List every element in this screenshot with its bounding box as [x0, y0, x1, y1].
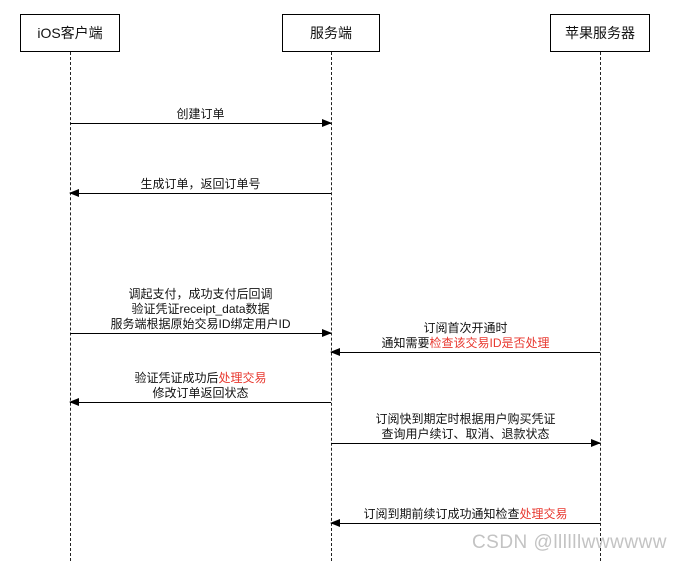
message-arrow: [69, 189, 331, 197]
message-label: 调起支付，成功支付后回调 验证凭证receipt_data数据 服务端根据原始交…: [110, 287, 291, 331]
message-arrow: [70, 119, 332, 127]
message-label: 验证凭证成功后处理交易 修改订单返回状态: [134, 371, 267, 400]
arrowhead-left-icon: [69, 189, 79, 197]
arrowhead-left-icon: [69, 398, 79, 406]
message-arrow: [69, 398, 331, 406]
actor-apple-server: 苹果服务器: [550, 14, 650, 52]
lifeline-apple-server: [600, 52, 601, 561]
watermark: CSDN @llllllwwwwww: [471, 532, 667, 553]
actor-ios-client-label: iOS客户端: [37, 25, 103, 41]
actor-server: 服务端: [282, 14, 380, 52]
highlighted-text: 检查该交易ID是否处理: [429, 336, 550, 350]
message-arrow: [330, 519, 600, 527]
message-label: 订阅到期前续订成功通知检查处理交易: [363, 507, 568, 521]
message-label: 创建订单: [176, 107, 225, 121]
arrowhead-left-icon: [330, 348, 340, 356]
arrowhead-left-icon: [330, 519, 340, 527]
arrowhead-right-icon: [591, 439, 601, 447]
lifeline-ios-client: [70, 52, 71, 561]
actor-server-label: 服务端: [310, 25, 352, 41]
message-arrow: [331, 439, 601, 447]
message-label: 订阅快到期定时根据用户购买凭证 查询用户续订、取消、退款状态: [375, 412, 556, 441]
message-arrow: [70, 329, 332, 337]
arrowhead-right-icon: [322, 119, 332, 127]
actor-apple-server-label: 苹果服务器: [565, 25, 635, 41]
message-label: 订阅首次开通时 通知需要检查该交易ID是否处理: [381, 321, 550, 350]
highlighted-text: 处理交易: [218, 371, 267, 385]
lifeline-server: [331, 52, 332, 561]
message-label: 生成订单，返回订单号: [140, 177, 261, 191]
message-arrow: [330, 348, 600, 356]
arrowhead-right-icon: [322, 329, 332, 337]
actor-ios-client: iOS客户端: [20, 14, 120, 52]
highlighted-text: 处理交易: [519, 507, 568, 521]
